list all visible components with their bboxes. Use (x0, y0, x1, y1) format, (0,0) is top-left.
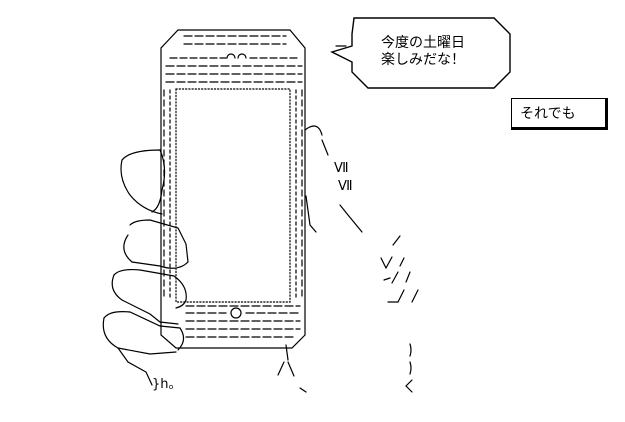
hand-note-text: }h。 (152, 377, 182, 392)
motion-strokes (277, 125, 419, 393)
smartphone-drawing (160, 29, 306, 349)
numeral-glyph-b: Ⅶ (338, 179, 353, 194)
caption-box (511, 98, 608, 130)
speech-bubble-shape (330, 17, 511, 89)
speech-bubble-line-1: 今度の土曜日 (381, 35, 465, 51)
left-hand-drawing (102, 149, 189, 386)
caption-text: それでも (520, 106, 576, 122)
numeral-glyph-a: Ⅶ (334, 161, 349, 176)
speech-bubble-line-2: 楽しみだな！ (381, 52, 465, 68)
